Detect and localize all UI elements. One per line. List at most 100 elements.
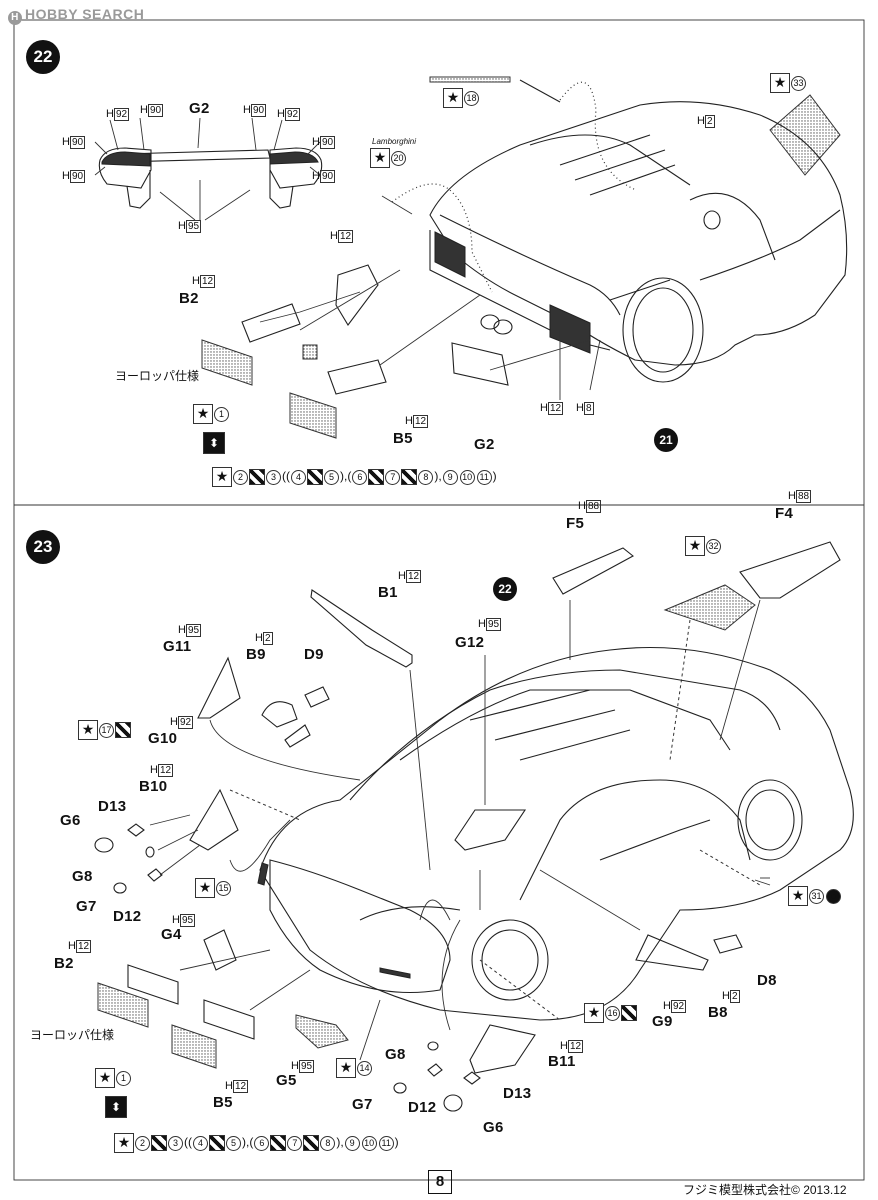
decal-callout-17: ★17 [78, 720, 131, 740]
part-b2-front [127, 964, 179, 1005]
star-icon: ★ [370, 148, 390, 168]
decal-icon [115, 722, 131, 738]
diffuser-part [335, 264, 379, 326]
decal-18-path [559, 81, 637, 191]
part-b9 [261, 701, 298, 728]
part-label-g5: G5 [276, 1072, 297, 1089]
part-g5 [295, 1014, 349, 1049]
part-label-d13-left: D13 [98, 798, 127, 815]
part-label-f5: F5 [566, 515, 585, 532]
part-label-b2: B2 [179, 290, 199, 307]
part-label-d12-left: D12 [113, 908, 142, 925]
part-label-g12: G12 [455, 634, 485, 651]
part-label-b11: B11 [548, 1053, 576, 1070]
part-label-g2-top: G2 [189, 100, 210, 117]
footer-credit: フジミ模型株式会社© 2013.12 [683, 1181, 847, 1198]
part-b5-front [203, 999, 255, 1040]
decal-20-path [391, 183, 493, 293]
page-number: 8 [428, 1170, 452, 1194]
decal-icon [151, 1135, 167, 1151]
part-d9 [304, 686, 330, 708]
decal-icon [270, 1135, 287, 1151]
decal-callout-16: ★16 [584, 1003, 637, 1023]
part-b8 [635, 934, 709, 971]
part-label-b2-front: B2 [54, 955, 74, 972]
part-label-g10: G10 [148, 730, 178, 747]
part-g8-right [427, 1041, 439, 1051]
part-label-g4: G4 [161, 926, 182, 943]
part-label-g7-left: G7 [76, 898, 97, 915]
part-g7-left [113, 882, 127, 894]
star-icon: ★ [195, 878, 215, 898]
part-d12-left [147, 868, 163, 882]
lamborghini-logo: Lamborghini [372, 137, 417, 146]
star-icon: ★ [336, 1058, 356, 1078]
part-b2-rear [241, 303, 301, 343]
part-g12 [454, 809, 527, 851]
part-label-b10: B10 [139, 778, 168, 795]
part-label-b1: B1 [378, 584, 398, 601]
hobby-logo-icon: H [8, 11, 22, 25]
part-f5 [552, 547, 634, 595]
part-label-b5-front: B5 [213, 1094, 233, 1111]
rear-wing-detail [94, 117, 323, 221]
part-b1-wiper [310, 589, 413, 668]
star-icon: ★ [443, 88, 463, 108]
star-icon: ★ [788, 886, 808, 906]
decal-callout-20: ★20 [370, 148, 407, 168]
part-label-d13-right: D13 [503, 1085, 532, 1102]
star-icon: ★ [770, 73, 790, 93]
decal-callout-15: ★15 [195, 878, 232, 898]
star-icon: ★ [193, 404, 213, 424]
plate-b5-front [171, 1024, 217, 1069]
part-b5-rear [327, 359, 387, 395]
part-label-g11: G11 [163, 638, 192, 655]
star-icon: ★ [685, 536, 705, 556]
company-name: フジミ模型株式会社 [683, 1183, 792, 1197]
decal-callout-18: ★18 [443, 88, 480, 108]
swap-arrow-icon: ⬍ [203, 432, 225, 454]
part-f4 [739, 541, 841, 599]
part-g6-right [443, 1094, 463, 1112]
decal-icon [621, 1005, 637, 1021]
part-g11 [197, 656, 241, 719]
plate-b5-rear [289, 392, 337, 439]
decal-callout-33: ★33 [770, 73, 807, 93]
star-icon: ★ [584, 1003, 604, 1023]
part-label-f4: F4 [775, 505, 794, 522]
step-ref-21: 21 [654, 428, 678, 452]
step-ref-22: 22 [493, 577, 517, 601]
part-label-b9: B9 [246, 646, 266, 663]
step-number-22: 22 [26, 40, 60, 74]
star-icon: ★ [114, 1133, 134, 1153]
star-icon: ★ [95, 1068, 115, 1088]
part-label-g6-left: G6 [60, 812, 81, 829]
footer-date: 2013.12 [803, 1183, 847, 1197]
decal-icon [209, 1135, 225, 1151]
decal-icon [307, 469, 323, 485]
part-label-g7-right: G7 [352, 1096, 373, 1113]
part-label-g8-left: G8 [72, 868, 93, 885]
